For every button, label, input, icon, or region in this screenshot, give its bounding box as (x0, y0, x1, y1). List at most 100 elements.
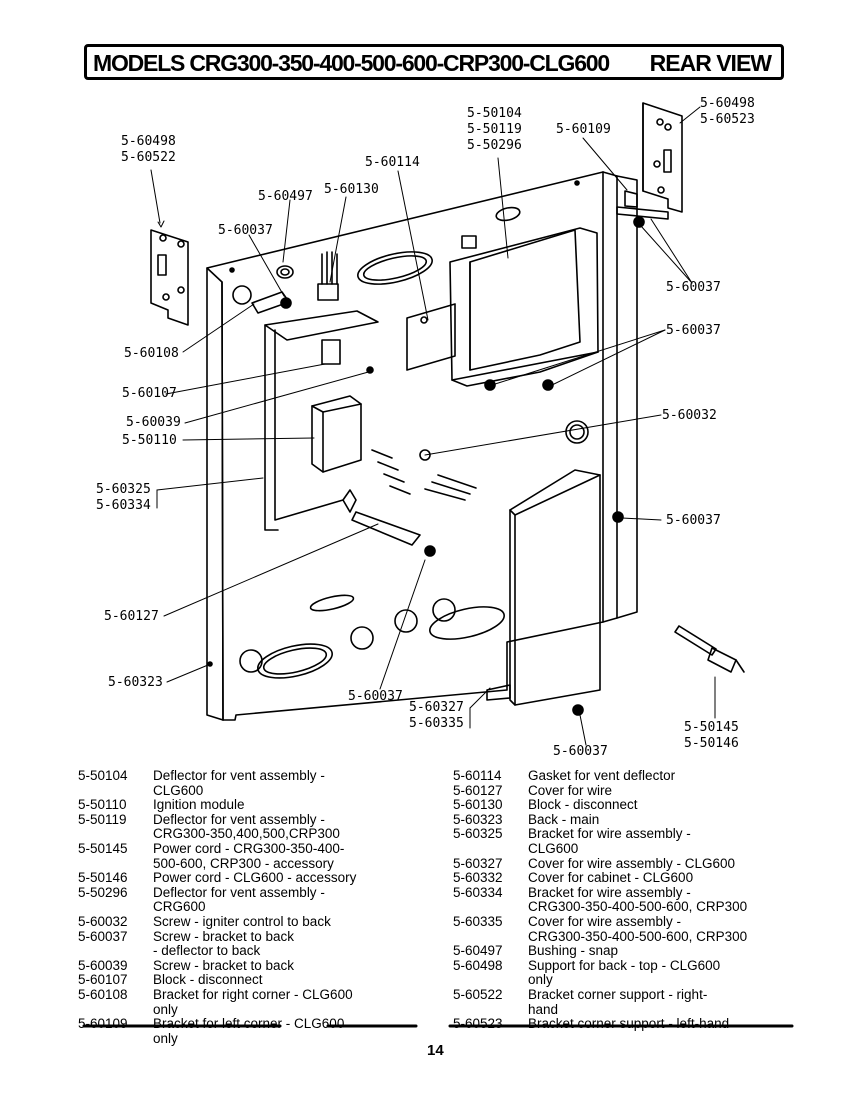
legend-row: 5-60332 Cover for cabinet - CLG600 (453, 871, 793, 886)
part-number: 5-60108 (78, 986, 128, 1002)
part-description: Back - main (528, 811, 600, 827)
part-description: Power cord - CRG300-350-400- 500-600, CR… (153, 840, 345, 871)
part-number: 5-60127 (453, 782, 503, 798)
callout-5-60109: 5-60109 (556, 122, 611, 137)
part-number: 5-60335 (453, 913, 503, 929)
part-description: Cover for cabinet - CLG600 (528, 870, 694, 886)
part-description: Block - disconnect (528, 797, 638, 813)
callout-5-60498-5-60522: 5-60498 5-60522 (121, 134, 176, 165)
view-label: REAR VIEW (649, 50, 772, 76)
legend-row: 5-50145 Power cord - CRG300-350-400- 500-… (78, 840, 438, 871)
callout-5-60108: 5-60108 (124, 346, 179, 361)
callout-5-60032: 5-60032 (662, 408, 717, 423)
callout-5-60039: 5-60039 (126, 415, 181, 430)
part-number: 5-50146 (78, 870, 128, 886)
callout-5-60037-e: 5-60037 (348, 689, 403, 704)
part-number: 5-60523 (453, 1016, 503, 1032)
callout-5-60497: 5-60497 (258, 189, 313, 204)
legend-row: 5-60522 Bracket corner support - right- h… (453, 986, 793, 1017)
part-number: 5-50145 (78, 840, 128, 856)
part-number: 5-60498 (453, 957, 503, 973)
callout-5-50104-group: 5-50104 5-50119 5-50296 (467, 106, 522, 153)
back-panel-drawing (206, 171, 638, 721)
legend-row: 5-50110 Ignition module (78, 798, 438, 813)
callout-5-60325-5-60334: 5-60325 5-60334 (96, 482, 151, 513)
part-description: Cover for wire (528, 782, 613, 798)
callout-5-60498-5-60523: 5-60498 5-60523 (700, 96, 755, 127)
part-number: 5-60039 (78, 957, 128, 973)
part-description: Cover for wire assembly - CRG300-350-400… (528, 913, 748, 944)
part-number: 5-50110 (78, 797, 127, 813)
legend-row: 5-60107 Block - disconnect (78, 973, 438, 988)
legend-row: 5-60127 Cover for wire (453, 782, 793, 799)
part-description: Bushing - snap (528, 943, 619, 959)
leader-lines (150, 106, 716, 746)
callout-5-50110: 5-50110 (122, 433, 177, 448)
part-description: Screw - bracket to back - deflector to b… (153, 928, 295, 959)
part-number: 5-60323 (453, 811, 503, 827)
title-box: MODELS CRG300-350-400-500-600-CRP300-CLG… (84, 44, 784, 80)
part-description: Deflector for vent assembly - CRG300-350… (153, 811, 340, 842)
callout-5-60037-d: 5-60037 (666, 513, 721, 528)
part-description: Deflector for vent assembly - CRG600 (153, 884, 325, 915)
part-description: Block - disconnect (153, 972, 263, 988)
part-description: Gasket for vent deflector (528, 768, 676, 783)
part-description: Screw - bracket to back (153, 957, 295, 973)
part-description: Cover for wire assembly - CLG600 (528, 855, 736, 871)
callout-5-60107: 5-60107 (122, 386, 177, 401)
part-description: Support for back - top - CLG600 only (528, 957, 721, 988)
top-right-bracket-drawing (616, 102, 683, 228)
part-number: 5-60032 (78, 913, 128, 929)
part-number: 5-60522 (453, 986, 503, 1002)
part-description: Bracket for wire assembly - CRG300-350-4… (528, 884, 748, 915)
legend-row: 5-60130 Block - disconnect (453, 798, 793, 813)
callout-5-60127: 5-60127 (104, 609, 159, 624)
top-left-bracket-drawing (150, 229, 292, 326)
part-number: 5-60327 (453, 855, 503, 871)
part-number: 5-50104 (78, 768, 128, 783)
vent-deflector-drawing (406, 227, 599, 391)
part-description: Screw - igniter control to back (153, 913, 331, 929)
page-title: MODELS CRG300-350-400-500-600-CRP300-CLG… (93, 50, 610, 76)
parts-legend-left: 5-50104 Deflector for vent assembly - CLG… (78, 768, 438, 1046)
legend-row: 5-60498 Support for back - top - CLG600 o… (453, 957, 793, 988)
part-number: 5-60332 (453, 870, 503, 886)
part-number: 5-50296 (78, 884, 128, 900)
legend-row: 5-50119 Deflector for vent assembly - CRG… (78, 811, 438, 842)
power-cord-drawing (674, 625, 745, 673)
callout-5-60323: 5-60323 (108, 675, 163, 690)
callout-5-60037-a: 5-60037 (218, 223, 273, 238)
legend-row: 5-60039 Screw - bracket to back (78, 957, 438, 974)
bushing-and-block-drawing (276, 251, 339, 301)
part-description: Bracket corner support - left-hand (528, 1016, 730, 1032)
part-number: 5-60130 (453, 797, 503, 813)
legend-row: 5-60523 Bracket corner support - left-han… (453, 1016, 793, 1032)
part-number: 5-50119 (78, 811, 127, 827)
callout-5-60130: 5-60130 (324, 182, 379, 197)
callout-5-60037-b: 5-60037 (666, 280, 721, 295)
part-number: 5-60325 (453, 826, 503, 842)
part-number: 5-60107 (78, 972, 128, 988)
part-description: Bracket corner support - right- hand (528, 986, 708, 1017)
part-description: Bracket for wire assembly - CLG600 (528, 826, 691, 856)
part-description: Ignition module (153, 797, 245, 813)
callout-5-60037-c: 5-60037 (666, 323, 721, 338)
legend-row: 5-50104 Deflector for vent assembly - CLG… (78, 768, 438, 798)
callout-5-60114: 5-60114 (365, 155, 420, 170)
legend-row: 5-60325 Bracket for wire assembly - CLG60… (453, 827, 793, 856)
legend-row: 5-60032 Screw - igniter control to back (78, 913, 438, 930)
wire-bracket-assembly-drawing (264, 310, 477, 557)
legend-row: 5-50296 Deflector for vent assembly - CRG… (78, 884, 438, 915)
part-description: Deflector for vent assembly - CLG600 (153, 768, 325, 798)
wire-cover-drawing (486, 469, 624, 716)
legend-row: 5-60335 Cover for wire assembly - CRG300-… (453, 913, 793, 944)
callout-5-60327-5-60335: 5-60327 5-60335 (409, 700, 464, 731)
